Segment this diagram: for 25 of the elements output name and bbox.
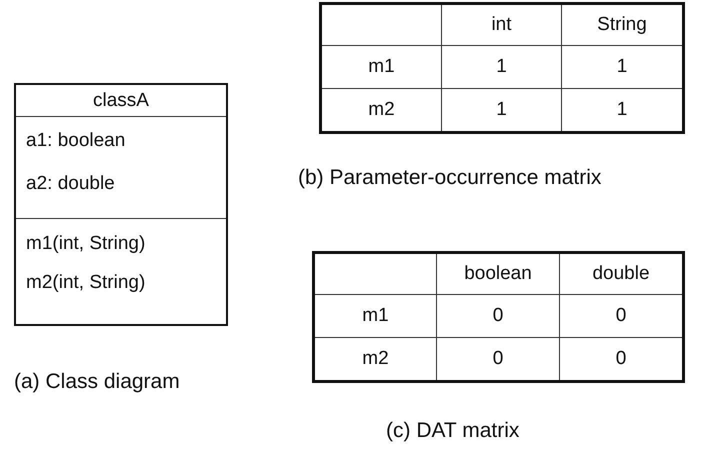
- column-header: String: [597, 14, 647, 35]
- row-header: m1: [368, 56, 395, 77]
- method-text: m1(int, String): [26, 233, 146, 255]
- matrix-value: 0: [492, 305, 504, 326]
- row-header: m1: [362, 305, 389, 326]
- column-header: double: [592, 263, 650, 284]
- matrix-value: 0: [492, 348, 504, 369]
- attribute-text: a2: double: [26, 173, 115, 195]
- matrix-value: 1: [496, 99, 507, 120]
- matrix-value: 0: [616, 305, 626, 326]
- matrix-value: 0: [616, 348, 626, 369]
- attribute-text: a1: boolean: [26, 130, 126, 152]
- figure-caption: (c) DAT matrix: [386, 419, 520, 443]
- class-box: [14, 83, 228, 326]
- matrix-value: 1: [616, 99, 628, 120]
- class-name: classA: [92, 90, 150, 112]
- matrix-value: 1: [496, 56, 507, 77]
- figure-caption: (b) Parameter-occurrence matrix: [298, 166, 602, 190]
- row-header: m2: [368, 99, 395, 120]
- column-header: boolean: [464, 263, 532, 284]
- method-text: m2(int, String): [26, 272, 146, 294]
- column-header: int: [491, 14, 512, 35]
- figure-caption: (a) Class diagram: [14, 370, 180, 394]
- matrix-value: 1: [616, 56, 628, 77]
- row-header: m2: [362, 348, 389, 369]
